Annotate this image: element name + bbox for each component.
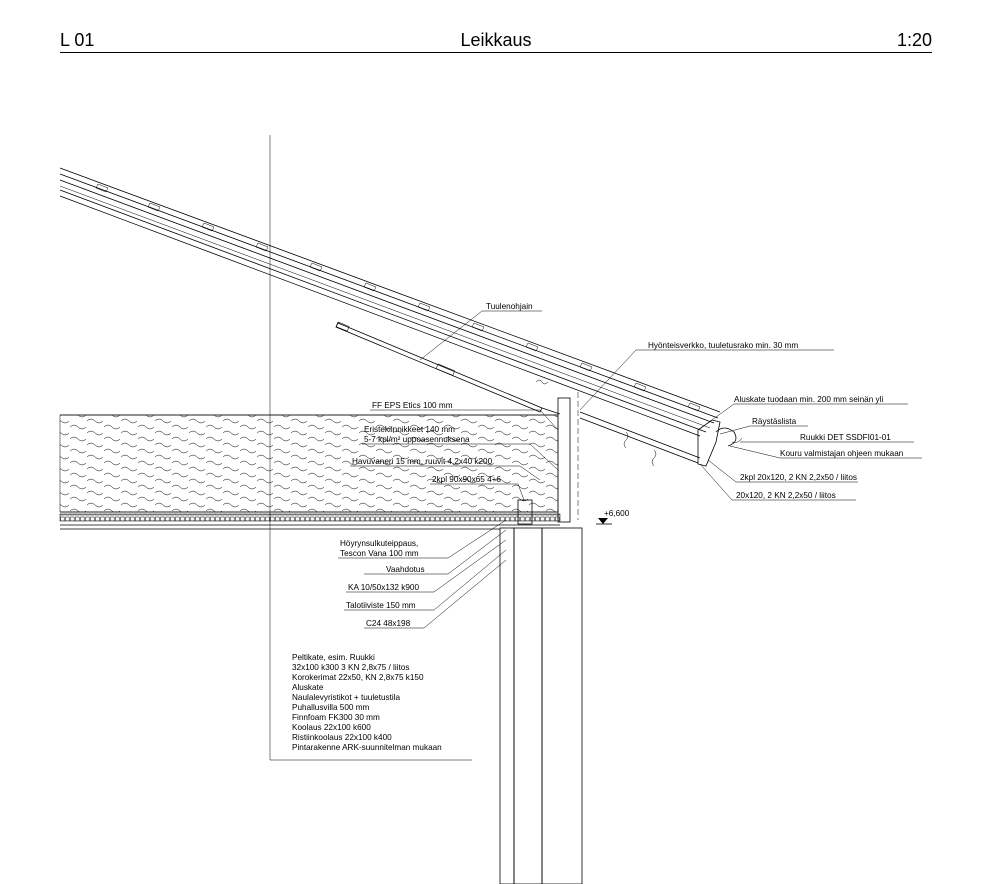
level-marker [596,518,612,525]
label-hyonteisverkko: Hyönteisverkko, tuuletusrako min. 30 mm [648,341,798,350]
wall-section [499,499,583,884]
label-hoyrysulku-2: Tescon Vana 100 mm [340,549,419,558]
wind-guide [335,321,561,415]
roof-layer: 32x100 k300 3 KN 2,8x75 / liitos [292,663,409,672]
roof-battens [95,183,701,412]
label-raystaslista: Räystäslista [752,417,797,426]
insulation-layer [59,414,559,513]
label-tuulenohjain: Tuulenohjain [486,302,533,311]
roof-layer: Korokerimat 22x50, KN 2,8x75 k150 [292,673,424,682]
label-ff-eps: FF EPS Etics 100 mm [372,401,453,410]
roof-layer: Naulalevyristikot + tuuletustila [292,693,401,702]
roof-layer: Ristiinkoolaus 22x100 k400 [292,733,392,742]
label-c24: C24 48x198 [366,619,411,628]
wall-cap [557,397,571,523]
leader-lines [270,310,922,761]
roof-layer: Pintarakenne ARK-suunnitelman mukaan [292,743,442,752]
label-level: +6,600 [604,509,630,518]
label-aluskate: Aluskate tuodaan min. 200 mm seinän yli [734,395,883,404]
label-eristekiinnikkeet: Eristekiinnikkeet 140 mm [364,425,455,434]
ceiling-layer [59,511,561,530]
drawing-scale: 1:20 [896,30,932,50]
roof-layer: Finnfoam FK300 30 mm [292,713,380,722]
label-havuvaneri: Havuvaneri 15 mm, ruuvit 4,2x40 k200 [352,457,493,466]
label-ruukki-det: Ruukki DET SSDFI01-01 [800,433,891,442]
roof-layer: Puhallusvilla 500 mm [292,703,370,712]
label-vaahdotus: Vaahdotus [386,565,425,574]
wall-plate [517,499,533,525]
annotations: Tuulenohjain Hyönteisverkko, tuuletusrak… [340,302,904,628]
eave-soffit [579,411,743,467]
drawing-title: Leikkaus [460,30,532,50]
roof-slope [59,167,721,437]
label-20x120: 20x120, 2 KN 2,2x50 / liitos [736,491,836,500]
drawing-code: L 01 [60,30,95,50]
title-block: L 01 Leikkaus 1:20 [60,28,932,53]
roof-layer: Peltikate, esim. Ruukki [292,653,375,662]
roof-layer: Aluskate [292,683,324,692]
label-2kpl-20x120: 2kpl 20x120, 2 KN 2,2x50 / liitos [740,473,857,482]
label-hoyrysulku: Höyrynsulkuteippaus, [340,539,418,548]
airflow-arrows [535,379,657,467]
label-kouru: Kouru valmistajan ohjeen mukaan [780,449,904,458]
roof-layer: Koolaus 22x100 k600 [292,723,371,732]
label-ka: KA 10/50x132 k900 [348,583,419,592]
label-eristekiinnikkeet-2: 5-7 kpl/m² uppoasennuksena [364,435,470,444]
label-2kpl-90x90: 2kpl 90x90x65 4+6 [432,475,501,484]
roof-layers-list: Peltikate, esim. Ruukki 32x100 k300 3 KN… [292,653,442,752]
label-talotiiviste: Talotiiviste 150 mm [346,601,416,610]
